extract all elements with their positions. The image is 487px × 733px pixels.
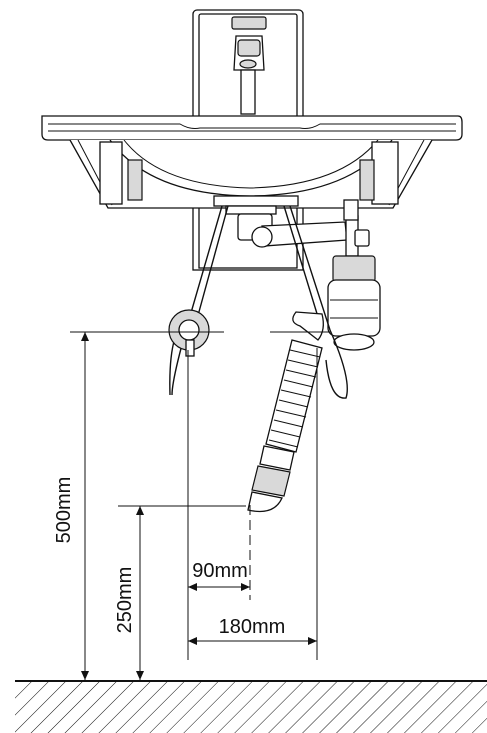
label-500mm: 500mm (53, 477, 75, 544)
label-90mm: 90mm (192, 560, 248, 582)
label-180mm: 180mm (219, 616, 286, 638)
drain-siphon (237, 199, 381, 351)
floor (15, 680, 487, 733)
faucet (192, 9, 304, 123)
supply-hoses (168, 205, 348, 399)
label-250mm: 250mm (114, 567, 136, 634)
basin (41, 115, 463, 215)
drain-hose (247, 311, 324, 513)
